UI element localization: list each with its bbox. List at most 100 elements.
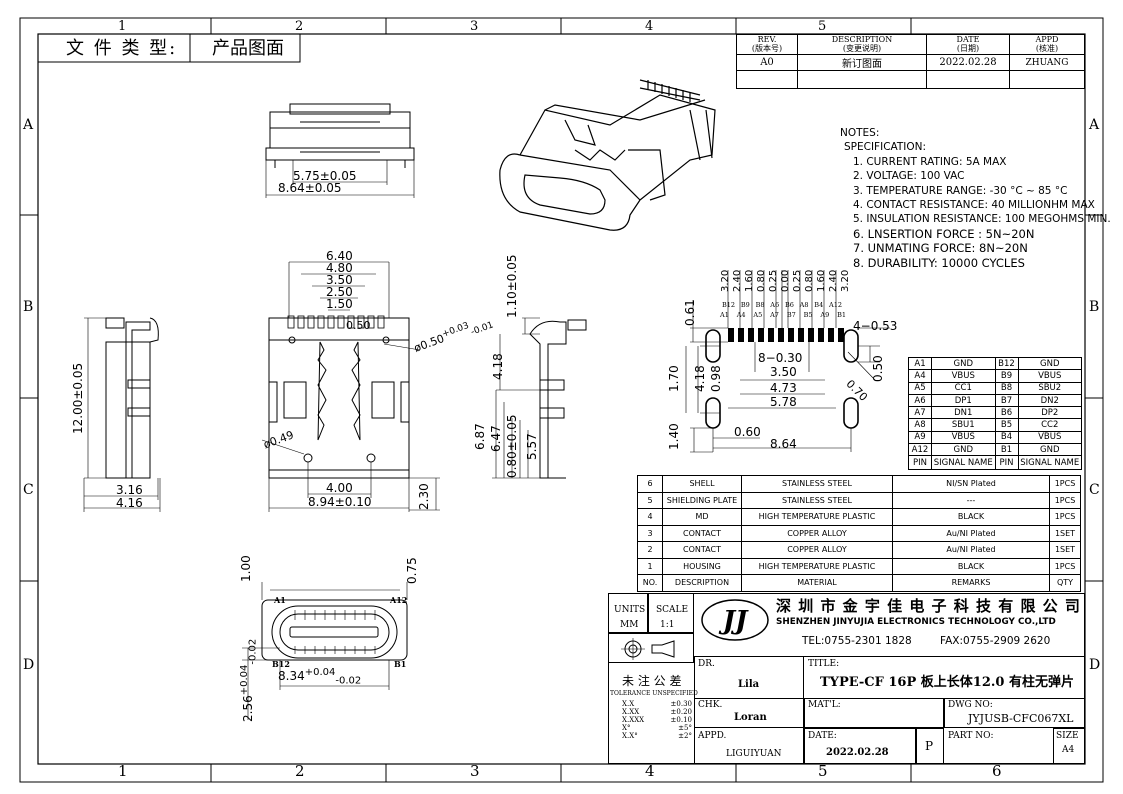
dim-s418: 4.18 [491,353,505,380]
dr-label: DR. [698,659,715,669]
projection-cell [608,633,694,663]
appd-header-en: APPD [1035,35,1059,45]
dim-p8x030: 8−0.30 [758,351,803,365]
dim-p578: 5.78 [770,395,797,409]
pcb-pin-label: A9 [820,311,830,319]
tolerance-row: X.XX±0.20 [622,708,692,716]
company-logo: JJ [701,599,769,641]
pcb-pin-label: A8 [799,301,809,309]
grid-col-1-bottom: 1 [118,762,128,780]
size-label: SIZE [1056,731,1079,741]
date-value: 2022.02.28 [926,54,1010,71]
right-side-view-drawing [492,317,587,479]
dim-s110: 1.10±0.05 [505,254,519,319]
pcb-top-dim: 0.25 [792,269,803,292]
spec-item-3: 3. TEMPERATURE RANGE: -30 °C ~ 85 °C [853,184,1068,197]
dim-s080: 0.80±0.05 [505,414,519,479]
label-a12: A12 [390,595,408,605]
notes-title: NOTES: [840,127,880,139]
dim-p170: 1.70 [667,365,681,392]
dim-p060: 0.60 [734,425,761,439]
p-label: P [925,739,934,753]
dim-w400: 4.00 [326,481,353,495]
appd-value: ZHUANG [1009,54,1085,71]
dim-p4x053: 4−0.53 [853,319,898,333]
grid-col-1-top: 1 [118,19,127,34]
company-name-cn: 深 圳 市 金 宇 佳 电 子 科 技 有 限 公 司 [776,597,1081,615]
dim-top-864: 8.64±0.05 [278,181,342,195]
title-value: TYPE-CF 16P 板上长体12.0 有柱无弹片 [820,675,1074,690]
matl-cell [804,698,944,728]
pcb-pin-label: A4 [736,311,746,319]
units-value: MM [620,620,639,630]
grid-col-3-bottom: 3 [470,762,480,780]
pcb-top-dim: 2.40 [828,269,839,292]
title-label: TITLE: [808,659,840,669]
left-side-view-drawing [83,317,161,512]
label-a1: A1 [274,595,286,605]
pcb-top-dim: 0.80 [804,269,815,292]
grid-row-a-left: A [23,117,34,133]
dr-value: Lila [738,679,760,690]
pcb-top-dim: 0.00 [780,269,791,292]
grid-row-c-right: C [1089,482,1100,498]
third-angle-projection-icon [621,638,675,660]
grid-col-3-top: 3 [470,19,479,34]
dim-p350: 3.50 [770,365,797,379]
dim-f256-tol-up: +0.04 [239,664,250,696]
date-value: 2022.02.28 [826,747,889,758]
dwg-label: DWG NO: [948,700,993,710]
spec-title: SPECIFICATION: [844,141,927,154]
dim-s687: 6.87 [473,423,487,450]
spec-item-4: 4. CONTACT RESISTANCE: 40 MILLIONHM MAX [853,199,1095,212]
pcb-top-dim: 1.60 [816,269,827,292]
matl-label: MAT'L: [808,700,841,710]
pcb-layout-drawing [685,270,890,453]
tolerance-row: X.XXX±0.10 [622,716,692,724]
pcb-pin-label: A7 [770,311,779,319]
size-cell [1053,728,1085,764]
grid-row-b-right: B [1089,299,1100,315]
tb-divider [694,656,1085,657]
dim-w416: 4.16 [116,496,143,510]
spec-item-1: 1. CURRENT RATING: 5A MAX [853,155,1007,168]
rev-value: A0 [736,54,798,71]
grid-col-4-bottom: 4 [645,762,655,780]
pcb-pin-label: B5 [803,311,813,319]
dim-f834-value: 8.34 [278,669,305,683]
tolerance-title-en: TOLERANCE UNSPECIFIED [610,690,698,697]
rev-header-cn: (版本号) [751,43,783,53]
scale-label: SCALE [656,605,689,615]
revision-table: REV.(版本号) DESCRIPTION(变更说明) DATE(日期) APP… [736,34,1085,89]
units-label: UNITS [614,605,646,615]
pcb-pin-label: B8 [755,301,765,309]
dim-p050: 0.50 [871,355,885,382]
company-fax: FAX:0755-2909 2620 [940,635,1051,647]
dim-p418: 4.18 [693,365,707,392]
grid-row-d-right: D [1089,657,1101,673]
tolerance-list: X.X±0.30 X.XX±0.20 X.XXX±0.10 X°±5° X.X°… [622,700,692,740]
pcb-top-dim: 3.20 [720,269,731,292]
spec-item-8: 8. DURABILITY: 10000 CYCLES [853,255,1025,270]
dim-p473: 4.73 [770,381,797,395]
logo-text: JJ [718,606,749,636]
dim-s647: 6.47 [489,425,503,452]
pcb-top-dim: 1.60 [744,269,755,292]
tolerance-row: X°±5° [622,724,692,732]
label-b1: B1 [394,659,407,669]
size-value: A4 [1062,745,1075,755]
dim-w050: 0.50 [346,319,371,332]
chk-value: Loran [734,712,767,723]
